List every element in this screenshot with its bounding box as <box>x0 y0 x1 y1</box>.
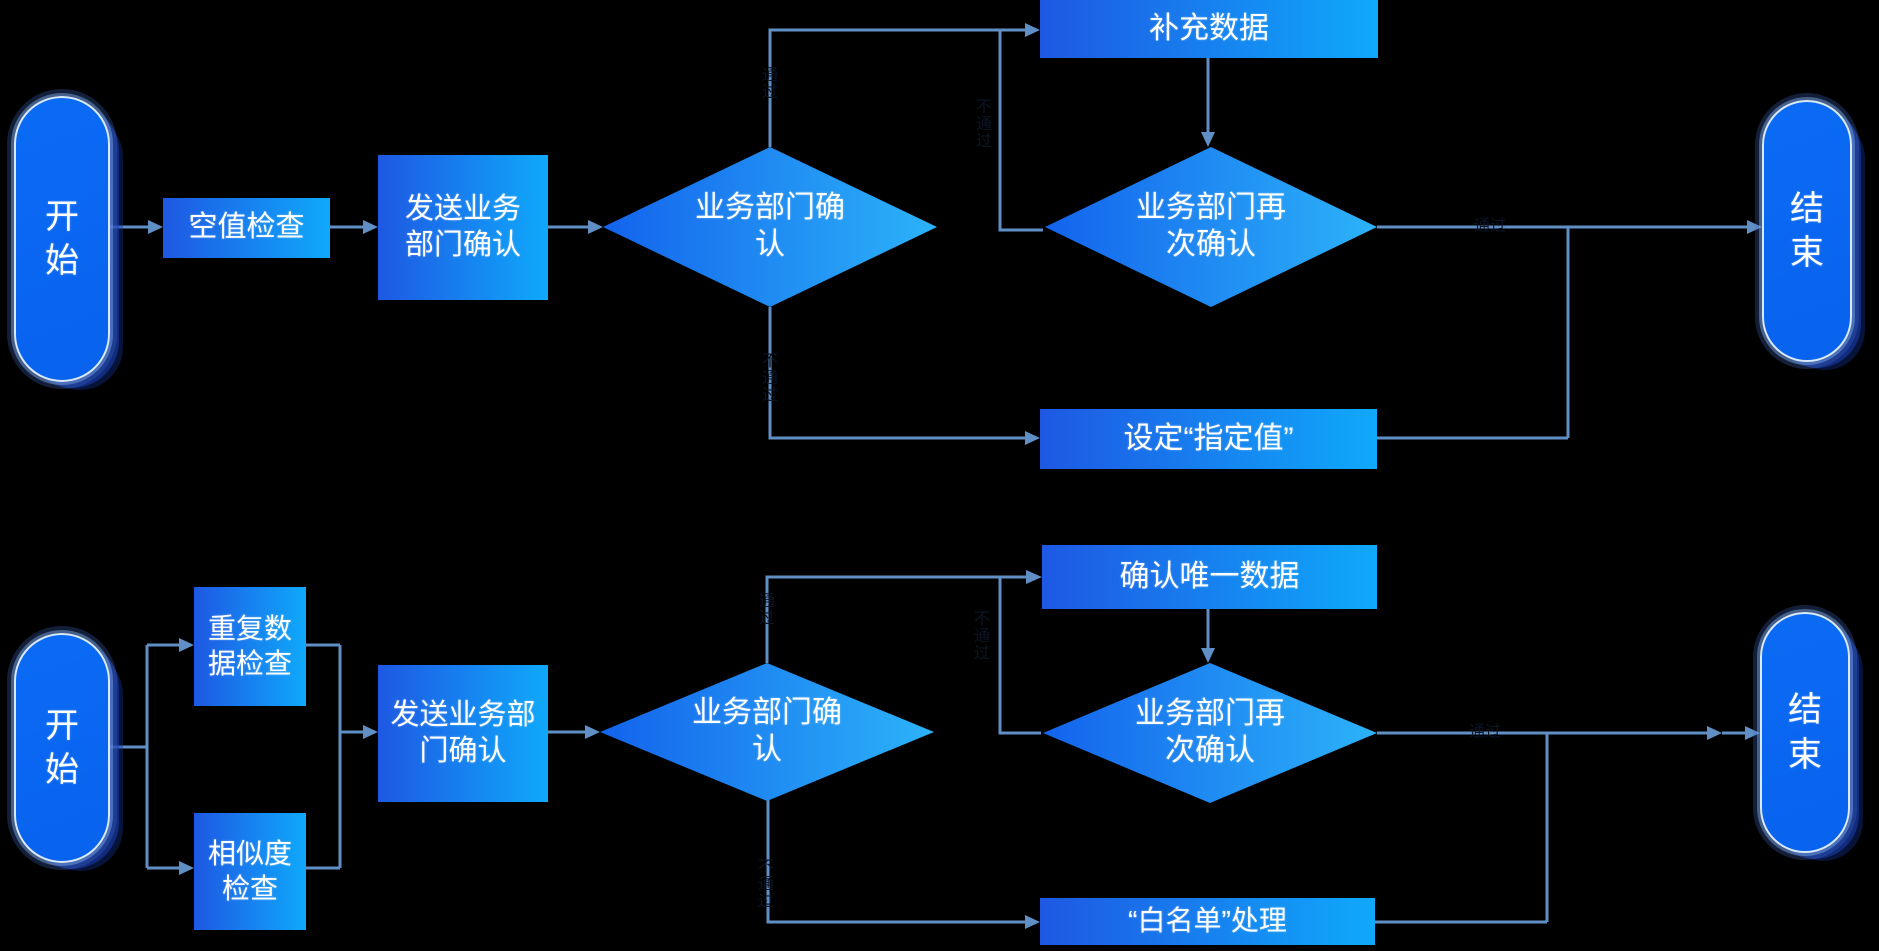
flow2-edge-label-loop-back: 不 通 过 <box>973 611 991 662</box>
flow1-null-check-box: 空值检查 <box>163 198 330 258</box>
flow2-edge-label-pass-top: 通 过 <box>758 593 776 627</box>
flow2-end-pill: 结 束 <box>1760 612 1850 853</box>
arrowheads <box>148 23 1762 929</box>
flow2-similarity-check-box: 相似度 检查 <box>194 813 306 930</box>
flow2-send-confirm-box: 发送业务部 门确认 <box>378 665 548 802</box>
flow1-end-pill: 结 束 <box>1762 100 1852 362</box>
flow1-set-specified-value-box: 设定“指定值” <box>1040 409 1377 469</box>
flow2-confirm-unique-data-box: 确认唯一数据 <box>1042 545 1377 609</box>
flow1-edge-label-pass-right: 通过 <box>1473 217 1507 235</box>
flow1-edge-label-fail-bottom: 不 通 过 <box>761 353 779 404</box>
flow2-duplicate-check-box: 重复数 据检查 <box>194 587 306 706</box>
flow2-start-pill: 开 始 <box>14 633 110 863</box>
flow1-edge-label-pass-top: 通 过 <box>761 67 779 101</box>
flow2-whitelist-box: “白名单”处理 <box>1040 898 1375 945</box>
flow1-send-confirm-box: 发送业务 部门确认 <box>378 155 548 300</box>
flow2-edge-label-pass-right: 通过 <box>1468 723 1502 741</box>
flow1-edge-label-loop-back: 不 通 过 <box>975 99 993 150</box>
flow1-start-pill: 开 始 <box>14 96 110 382</box>
flow2-edge-label-fail-bottom: 不 通 过 <box>757 859 775 910</box>
flow1-supplement-data-box: 补充数据 <box>1040 0 1378 58</box>
